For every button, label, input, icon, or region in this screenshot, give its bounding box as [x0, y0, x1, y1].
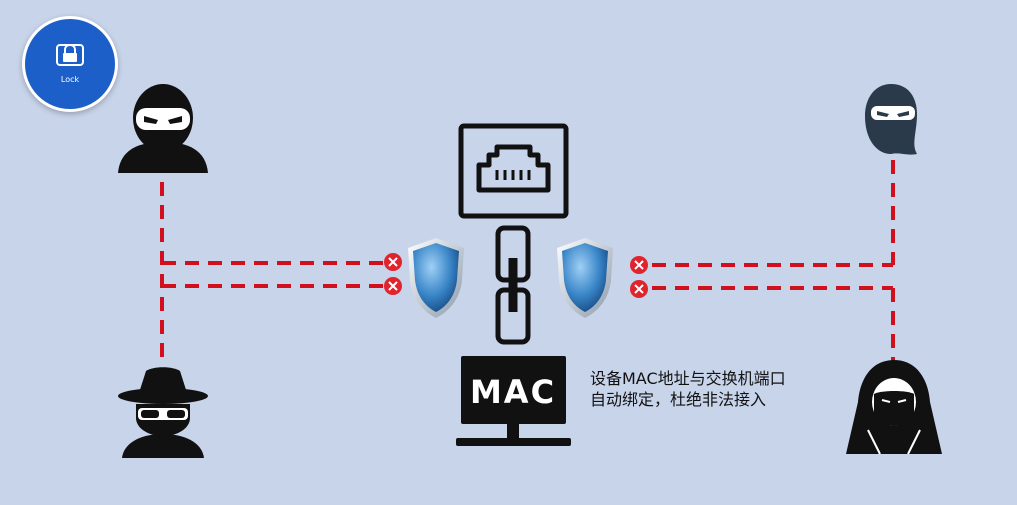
caption: 设备MAC地址与交换机端口 自动绑定，杜绝非法接入	[590, 368, 830, 410]
caption-line-1: 设备MAC地址与交换机端口	[590, 369, 786, 388]
hacker-icon	[118, 84, 208, 173]
hacker-icon	[865, 84, 917, 155]
mac-label: MAC	[470, 373, 556, 411]
hacker-icon	[846, 360, 942, 455]
block-marker-right-top	[630, 256, 648, 274]
chain-link-icon	[495, 225, 531, 345]
shield-icon-right	[557, 238, 613, 318]
hacker-icon	[118, 367, 208, 458]
lock-label: Lock	[60, 75, 80, 84]
lock-badge: Lock	[22, 16, 118, 112]
monitor-icon: MAC	[456, 356, 571, 446]
right-connection-lines	[652, 160, 895, 362]
block-marker-left-bottom	[384, 277, 402, 295]
ethernet-port-icon	[458, 123, 569, 219]
left-connection-lines	[160, 182, 383, 360]
block-marker-left-top	[384, 253, 402, 271]
lock-icon	[56, 43, 84, 66]
caption-line-2: 自动绑定，杜绝非法接入	[590, 390, 767, 409]
block-marker-right-bottom	[630, 280, 648, 298]
shield-icon-left	[408, 238, 464, 318]
